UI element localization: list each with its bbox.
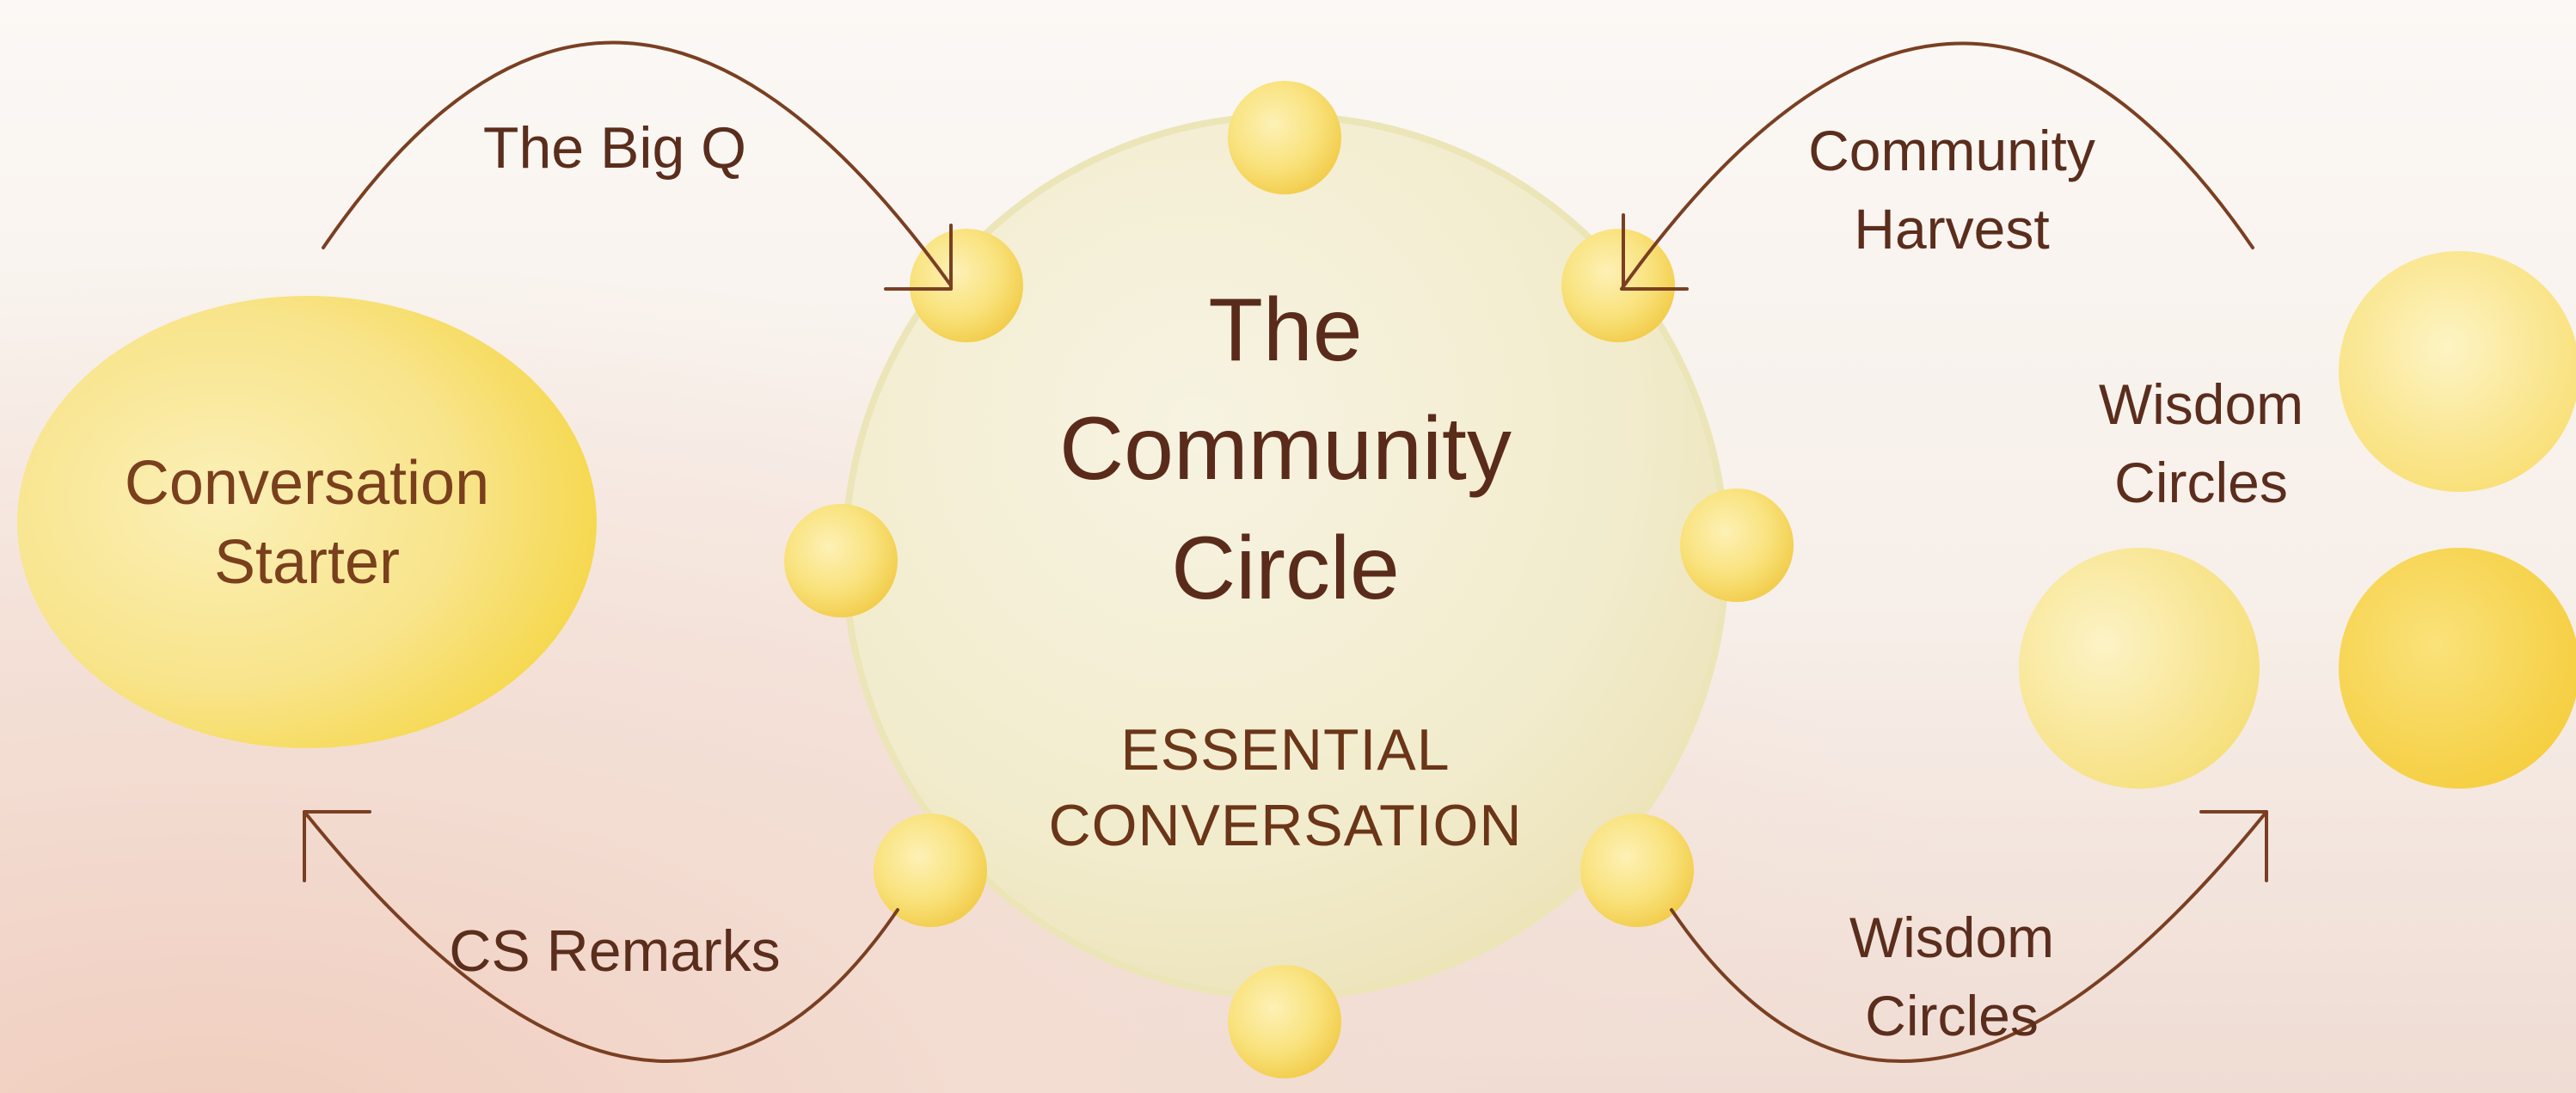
bead-bottom-right — [1580, 814, 1694, 927]
arrowhead-community-harvest — [1622, 213, 1689, 291]
center-subtitle-line-2: CONVERSATION — [1048, 793, 1523, 859]
arrowhead-cs-remarks — [303, 810, 371, 882]
center-title: The Community Circle — [1027, 271, 1543, 628]
wisdom-arrow-line-1: Wisdom — [1849, 906, 2055, 969]
bead-right — [1680, 488, 1794, 602]
arrow-community-harvest — [1620, 41, 2254, 291]
wisdom-circle-1 — [2339, 251, 2576, 492]
center-subtitle-line-1: ESSENTIAL — [1120, 717, 1451, 783]
harvest-line-2: Harvest — [1854, 197, 2050, 261]
wisdom-circle-3 — [2339, 548, 2576, 789]
wisdom-line-1: Wisdom — [2098, 372, 2304, 436]
conversation-starter-label: Conversation Starter — [49, 444, 565, 602]
starter-line-1: Conversation — [124, 449, 490, 518]
arrowhead-big-q — [884, 224, 953, 291]
starter-line-2: Starter — [213, 528, 401, 598]
bead-top-left — [910, 229, 1023, 342]
center-subtitle: ESSENTIAL CONVERSATION — [984, 712, 1586, 864]
wisdom-line-2: Circles — [2114, 451, 2288, 515]
arrow-big-q — [322, 40, 953, 287]
arrow-label-big-q: The Big Q — [482, 115, 747, 181]
conversation-starter-ellipse — [17, 296, 597, 748]
arrow-cs-remarks — [303, 810, 899, 1064]
bead-left — [784, 504, 898, 617]
arrow-wisdom-circles — [1670, 810, 2268, 1064]
arrow-label-community-harvest: Community Harvest — [1780, 112, 2124, 268]
wisdom-circles-label: Wisdom Circles — [2029, 365, 2373, 522]
center-title-line-2: Community — [1059, 399, 1512, 500]
wisdom-circle-2 — [2019, 548, 2260, 789]
wisdom-arrow-line-2: Circles — [1865, 984, 2039, 1048]
center-title-line-3: Circle — [1171, 518, 1400, 618]
bead-bottom — [1228, 965, 1341, 1078]
bead-top-right — [1561, 229, 1675, 342]
arrow-label-wisdom-circles: Wisdom Circles — [1780, 899, 2124, 1055]
arrow-label-cs-remarks: CS Remarks — [449, 918, 781, 984]
center-title-line-1: The — [1208, 280, 1363, 380]
bead-bottom-left — [874, 814, 987, 927]
bead-top — [1228, 81, 1341, 194]
arrowhead-wisdom-circles — [2199, 810, 2268, 882]
harvest-line-1: Community — [1808, 119, 2095, 182]
